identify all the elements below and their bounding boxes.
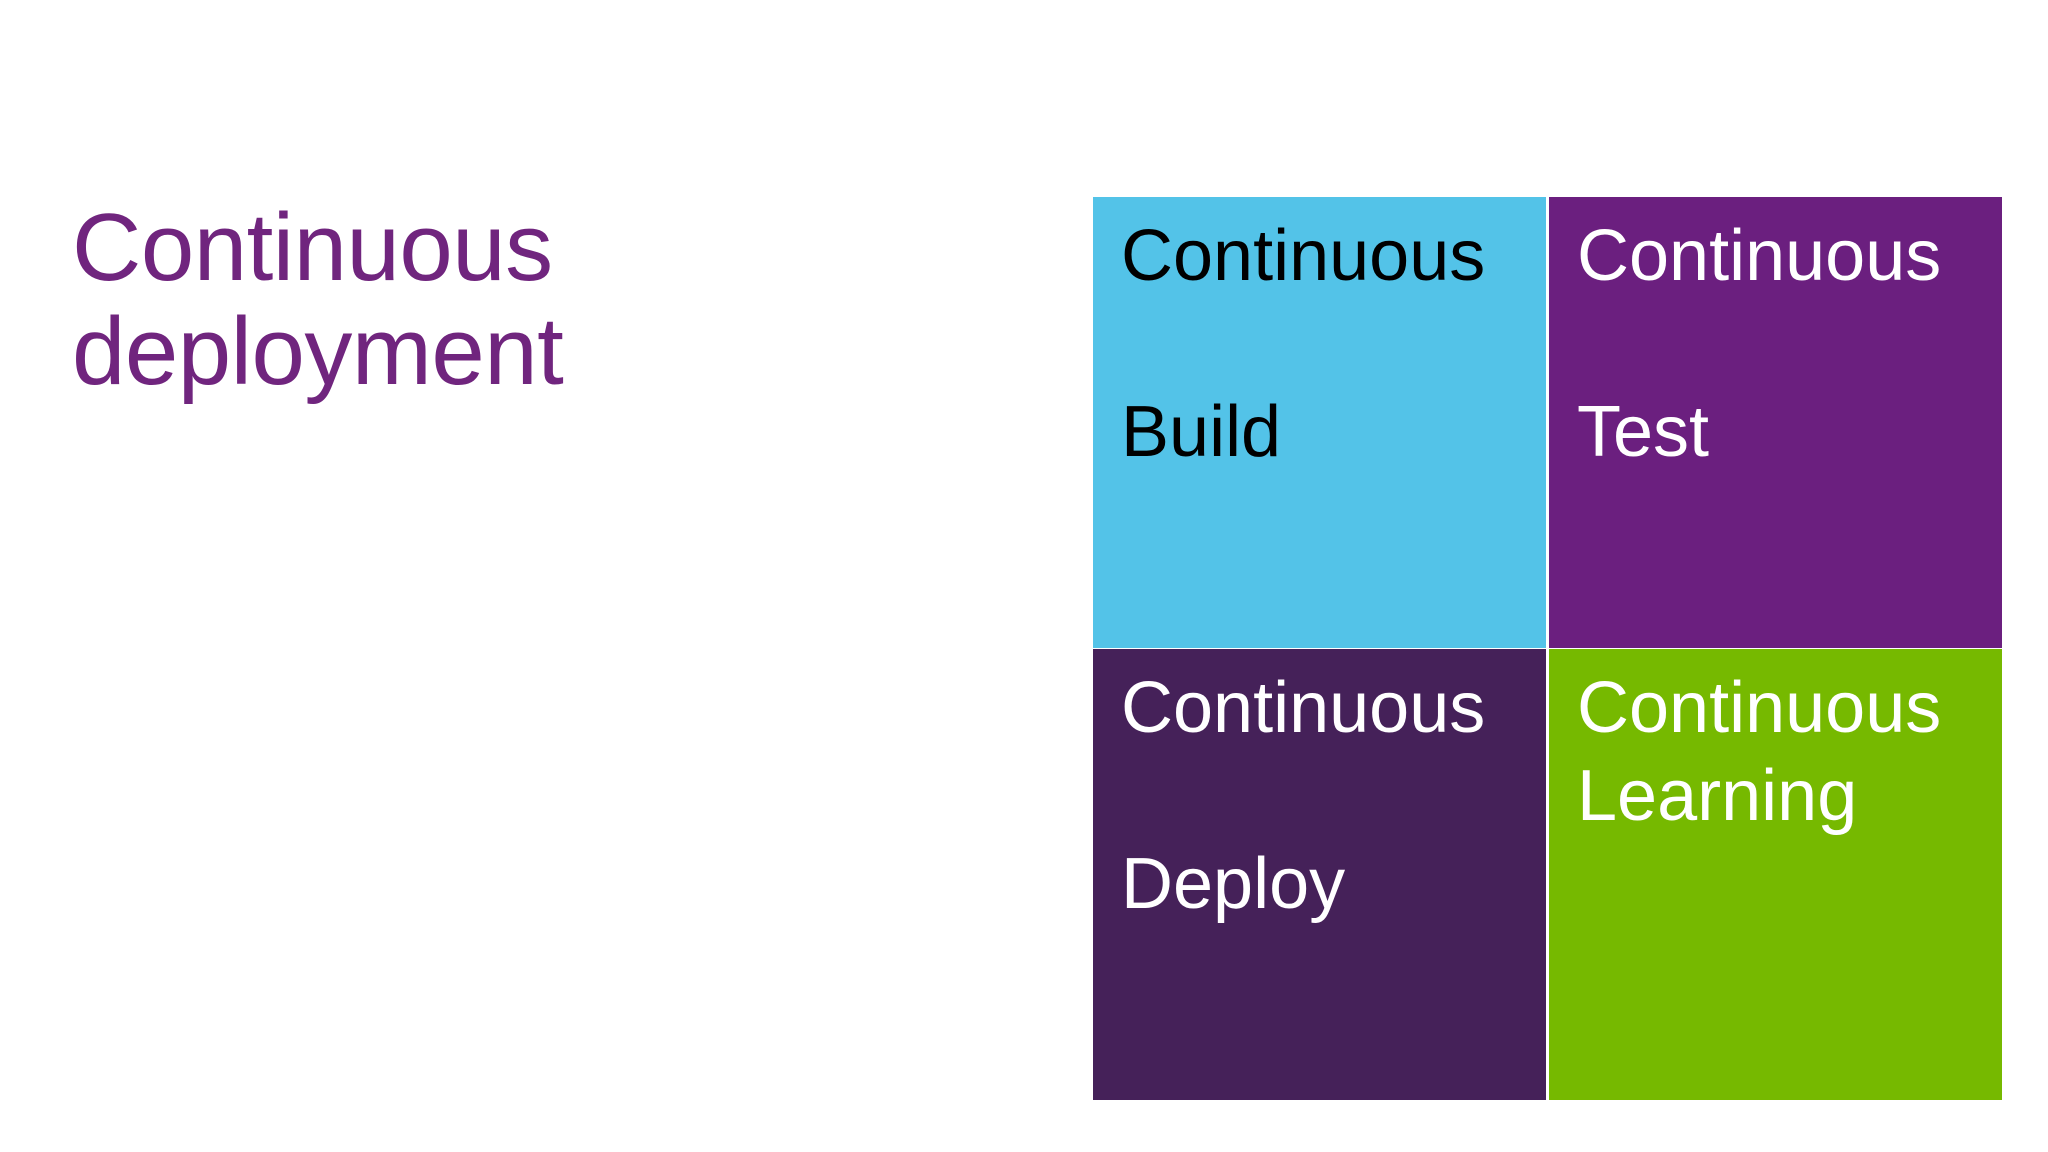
matrix-cell-continuous-deploy[interactable]: Continuous Deploy — [1093, 649, 1546, 1100]
matrix-cell-label: Continuous Learning — [1577, 668, 1942, 836]
slide-title-text: Continuous deployment — [72, 194, 564, 405]
matrix-cell-label: Continuous Build — [1121, 216, 1486, 472]
matrix-cell-continuous-learning[interactable]: Continuous Learning — [1549, 649, 2002, 1100]
matrix-cell-label: Continuous Test — [1577, 216, 1942, 472]
matrix-cell-continuous-build[interactable]: Continuous Build — [1093, 197, 1546, 648]
page-title: Continuous deployment — [72, 194, 772, 405]
continuous-deployment-matrix: Continuous Build Continuous Test Continu… — [1093, 197, 2002, 1100]
matrix-cell-label: Continuous Deploy — [1121, 668, 1486, 924]
matrix-cell-continuous-test[interactable]: Continuous Test — [1549, 197, 2002, 648]
